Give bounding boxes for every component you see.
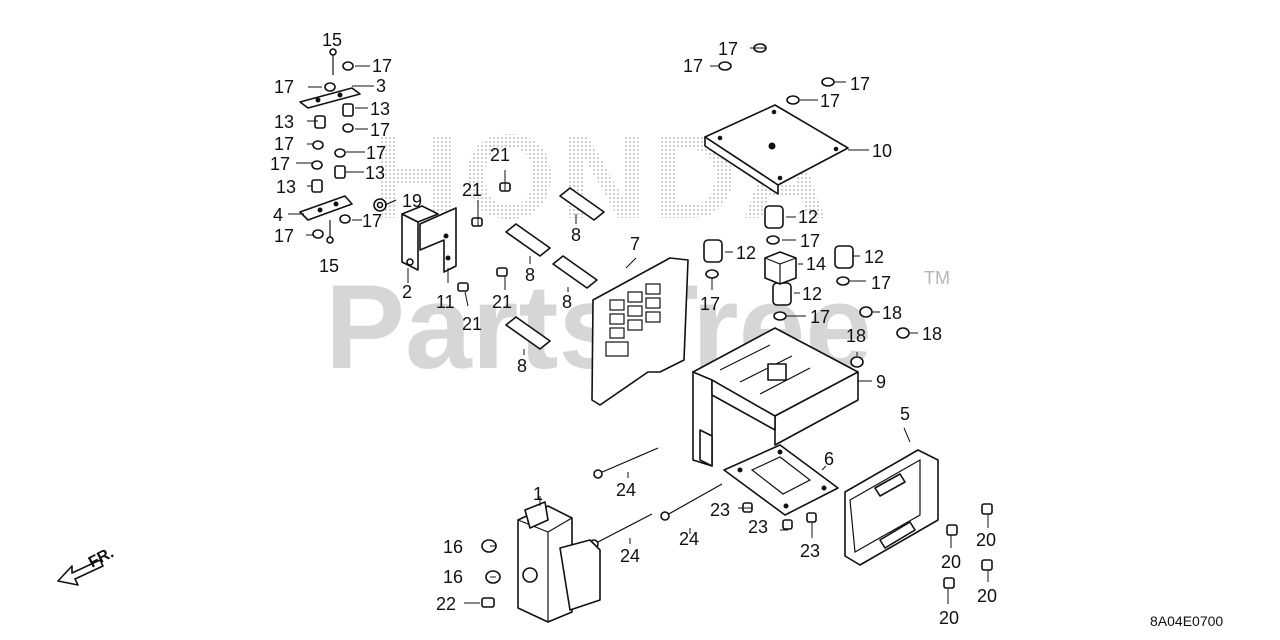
callout-15-bottom: 15 [319,256,339,276]
bolts-16-22 [481,539,501,608]
nuts-17-right [705,43,850,321]
callout-20: 20 [941,552,961,572]
front-direction-arrow-icon: FR. [57,544,117,586]
rubber-mounts-12 [703,205,854,306]
callout-17: 17 [800,231,820,251]
callout-17: 17 [366,143,386,163]
callout-labels: 15 17 17 3 13 13 17 17 17 17 13 13 4 17 … [270,30,997,628]
callout-24: 24 [679,529,699,549]
collar-19 [373,198,387,212]
callout-14: 14 [806,254,826,274]
callout-8: 8 [517,356,527,376]
spacer-14 [764,251,797,285]
callout-17: 17 [274,226,294,246]
callout-17: 17 [362,211,382,231]
bracket-1 [517,501,601,623]
callout-20: 20 [976,530,996,550]
callout-17: 17 [270,154,290,174]
bolts-21 [457,182,511,292]
callout-7: 7 [630,234,640,254]
callout-13: 13 [274,112,294,132]
callout-8: 8 [571,225,581,245]
callout-20: 20 [939,608,959,628]
callout-17: 17 [370,120,390,140]
callout-6: 6 [824,449,834,469]
diagram-code: 8A04E0700 [1150,613,1223,629]
callout-22: 22 [436,594,456,614]
callout-11: 11 [436,292,455,312]
callout-1: 1 [533,484,543,504]
side-panel-7 [591,257,689,406]
callout-23: 23 [748,517,768,537]
callout-17: 17 [871,273,891,293]
nuts-17-left [311,61,354,239]
base-plate-6 [723,444,839,516]
callout-17: 17 [700,294,720,314]
callout-13: 13 [365,163,385,183]
bolts-23 [742,502,817,530]
bolt-15-bottom [326,220,334,244]
rubber-mounts-13 [311,103,354,193]
callout-17: 17 [718,39,738,59]
callout-12: 12 [802,284,822,304]
callout-10: 10 [872,141,892,161]
callout-17: 17 [810,307,830,327]
callout-17: 17 [683,56,703,76]
callout-20: 20 [977,586,997,606]
callout-23: 23 [800,541,820,561]
callout-8: 8 [525,265,535,285]
callout-18: 18 [882,303,902,323]
bolts-20 [943,503,993,589]
cover-5 [844,449,939,566]
callout-13: 13 [276,177,296,197]
callout-15-top: 15 [322,30,342,50]
callout-21: 21 [492,292,512,312]
callout-4: 4 [273,205,283,225]
stay-bracket-2 [401,205,439,271]
callout-9: 9 [876,372,886,392]
callout-3: 3 [376,76,386,96]
callout-17: 17 [850,74,870,94]
callout-12: 12 [864,247,884,267]
upper-mount-plate-3 [299,87,361,109]
callout-18: 18 [846,326,866,346]
callout-13: 13 [370,99,390,119]
leader-lines [288,47,989,604]
top-plate-10 [704,104,849,195]
stay-bracket-11 [419,207,457,273]
callout-21: 21 [462,180,482,200]
callout-2: 2 [402,282,412,302]
callout-12: 12 [736,243,756,263]
callout-12: 12 [798,207,818,227]
callout-23: 23 [710,500,730,520]
callout-8: 8 [562,292,572,312]
callout-16: 16 [443,537,463,557]
callout-17: 17 [274,134,294,154]
callout-16: 16 [443,567,463,587]
bolt-15-top [329,48,337,75]
callout-21: 21 [462,314,482,334]
frame-9 [692,327,859,467]
callout-17: 17 [274,77,294,97]
callout-19: 19 [402,191,422,211]
nuts-18 [850,306,910,368]
callout-21: 21 [490,145,510,165]
callout-17: 17 [820,91,840,111]
lower-mount-plate-4 [299,195,353,221]
callout-24: 24 [620,546,640,566]
pipes-8 [505,187,605,350]
callout-24: 24 [616,480,636,500]
watermark-trademark: TM [924,268,950,288]
callout-17: 17 [372,56,392,76]
callout-5: 5 [900,404,910,424]
callout-18: 18 [922,324,942,344]
